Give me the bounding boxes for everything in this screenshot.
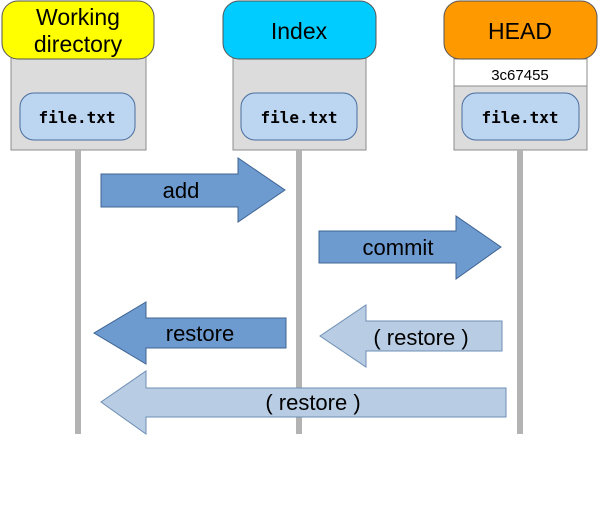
index-title: Index [271, 18, 328, 44]
head-commit-band [453, 58, 588, 87]
restore-head-to-index-arrow-label: ( restore ) [373, 325, 468, 350]
head-column: HEAD 3c67455 file.txt [443, 0, 598, 434]
restore-arrow: restore [93, 301, 287, 365]
restore-head-to-working-arrow-label: ( restore ) [265, 390, 360, 415]
working-directory-file-label: file.txt [38, 108, 115, 127]
restore-head-to-index-arrow-shape [319, 304, 503, 368]
restore-arrow-shape [93, 301, 287, 365]
head-file-pill [461, 92, 580, 141]
commit-arrow: commit [318, 215, 502, 280]
head-file-label: file.txt [481, 108, 558, 127]
commit-arrow-label: commit [363, 235, 434, 260]
add-arrow-label: add [163, 178, 200, 203]
index-file-label: file.txt [260, 108, 337, 127]
head-commit-hash: 3c67455 [491, 67, 549, 84]
working-directory-title-line2: directory [34, 31, 123, 57]
head-header [443, 0, 598, 60]
commit-arrow-shape [318, 215, 502, 280]
restore-head-to-working-arrow: ( restore ) [100, 370, 507, 435]
head-title: HEAD [488, 18, 552, 44]
add-arrow: add [100, 157, 286, 223]
working-directory-title-line1: Working [36, 4, 120, 30]
add-arrow-shape [100, 157, 286, 223]
working-directory-header [1, 0, 155, 60]
index-file-pill [240, 92, 358, 141]
index-header [222, 0, 377, 60]
index-column: Index file.txt [222, 0, 377, 434]
restore-head-to-index-arrow: ( restore ) [319, 304, 503, 368]
working-directory-column: Working directory file.txt [1, 0, 155, 434]
working-directory-file-pill [19, 92, 136, 141]
restore-head-to-working-arrow-shape [100, 370, 507, 435]
restore-arrow-label: restore [166, 321, 234, 346]
